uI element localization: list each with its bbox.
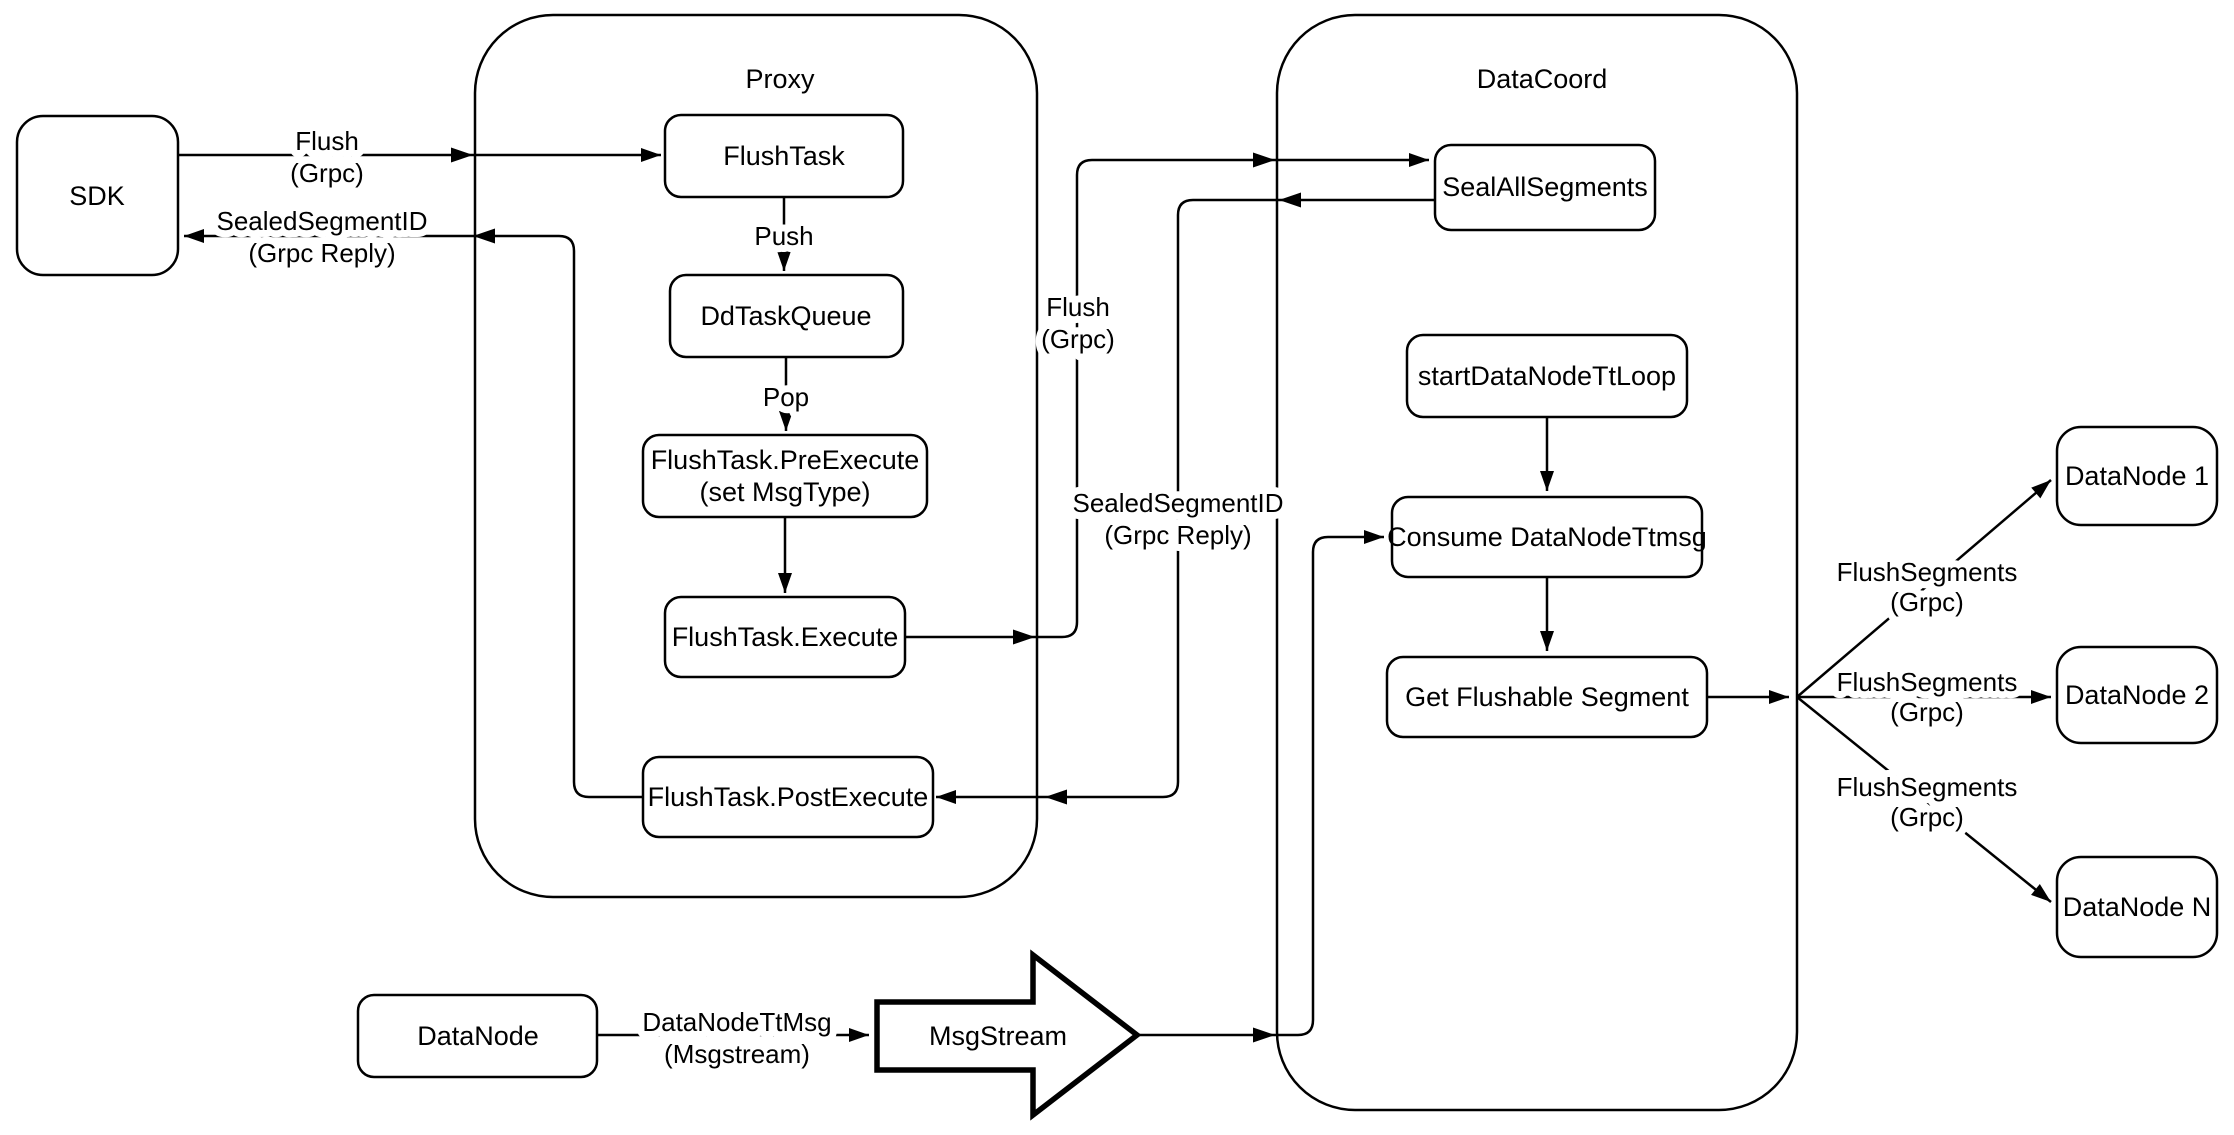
node-ddtaskqueue: DdTaskQueue [668,273,905,359]
proxy-boundary [473,13,1039,899]
edge-label-text: (Grpc) [1890,802,1964,832]
preexecute-sublabel: (set MsgType) [699,477,870,507]
datacoord-title: DataCoord [1477,64,1608,94]
edge-fan-to-datanode1 [1796,479,2052,698]
edge-msgstream-to-consume [1137,530,1384,1037]
getflushablesegment-label: Get Flushable Segment [1405,682,1689,712]
node-postexecute: FlushTask.PostExecute [641,755,935,839]
edge-label-datanodettmsg: DataNodeTtMsg (Msgstream) [635,1000,838,1076]
consumedatanodettmsg-box [1390,495,1704,579]
datacoord-boundary [1275,13,1799,1112]
msgstream-block-arrow [874,949,1142,1121]
node-datanoden: DataNode N [2055,855,2219,959]
edge-label-flushsegments-1: FlushSegments (Grpc) [1830,550,2025,624]
datanode1-box [2055,425,2219,527]
datanoden-box [2055,855,2219,959]
startdatanodettloop-label: startDataNodeTtLoop [1418,361,1676,391]
datanode-source-label: DataNode [417,1021,539,1051]
edge-label-text: (Grpc) [1890,697,1964,727]
datanode1-label: DataNode 1 [2065,461,2209,491]
edge-label-text: Pop [763,382,809,412]
proxy-title: Proxy [745,64,815,94]
edge-sealallsegments-to-postexecute [936,198,1435,804]
boundary-arrowhead-left [1279,192,1301,208]
edge-label-text: (Grpc) [1041,324,1115,354]
boundary-arrowhead-right [451,147,473,163]
boundary-arrowhead-left [473,228,495,244]
edge-label-sealed-sdk: SealedSegmentID (Grpc Reply) [209,199,434,275]
node-flushtask: FlushTask [663,113,905,199]
node-datanode2: DataNode 2 [2055,645,2219,745]
datanode-source-box [356,993,599,1079]
boundary-arrowhead-right [1013,629,1035,645]
node-sealallsegments: SealAllSegments [1433,143,1657,232]
edge-label-text: Push [754,221,813,251]
boundary-arrowhead-left [1045,789,1067,805]
node-getflushablesegment: Get Flushable Segment [1385,655,1709,739]
edge-label-flushsegments-2: FlushSegments (Grpc) [1830,660,2025,734]
edge-label-text: (Grpc Reply) [248,238,395,268]
sealallsegments-box [1433,143,1657,232]
preexecute-box [641,433,929,519]
flushtask-box [663,113,905,199]
node-datanode1: DataNode 1 [2055,425,2219,527]
edge-postexecute-to-sdk [184,229,643,799]
node-consumedatanodettmsg: Consume DataNodeTtmsg [1387,495,1707,579]
postexecute-label: FlushTask.PostExecute [648,782,929,812]
edge-execute-to-sealallsegments [905,153,1429,639]
datacoord-container: DataCoord [1275,13,1799,1112]
getflushablesegment-box [1385,655,1709,739]
edge-label-text: (Grpc) [1890,587,1964,617]
datanode2-box [2055,645,2219,745]
node-msgstream: MsgStream [874,949,1142,1121]
edge-fan-to-datanoden [1796,696,2052,903]
edge-label-text: FlushSegments [1837,667,2018,697]
node-sdk: SDK [15,114,180,277]
datanoden-label: DataNode N [2063,892,2212,922]
edge-label-text: DataNodeTtMsg [642,1007,831,1037]
node-preexecute: FlushTask.PreExecute (set MsgType) [641,433,929,519]
node-execute: FlushTask.Execute [663,595,907,679]
sdk-label: SDK [69,181,125,211]
edge-label-text: (Msgstream) [664,1039,810,1069]
edge-label-pop: Pop [756,375,816,419]
execute-box [663,595,907,679]
edge-label-text: (Grpc Reply) [1104,520,1251,550]
startdatanodettloop-box [1405,333,1689,419]
edge-label-text: Flush [1046,292,1110,322]
edge-label-push: Push [747,214,820,258]
execute-label: FlushTask.Execute [672,622,899,652]
node-datanode-source: DataNode [356,993,599,1079]
edge-label-text: SealedSegmentID [216,206,427,236]
boundary-arrowhead-right [1253,1027,1275,1043]
datanode2-label: DataNode 2 [2065,680,2209,710]
edge-label-text: FlushSegments [1837,772,2018,802]
ddtaskqueue-box [668,273,905,359]
preexecute-label: FlushTask.PreExecute [651,445,920,475]
edge-label-flushsegments-3: FlushSegments (Grpc) [1830,765,2025,839]
postexecute-box [641,755,935,839]
msgstream-label: MsgStream [929,1021,1067,1051]
flushtask-label: FlushTask [723,141,845,171]
ddtaskqueue-label: DdTaskQueue [700,301,871,331]
sealallsegments-label: SealAllSegments [1442,172,1648,202]
edge-label-text: (Grpc) [290,158,364,188]
edge-label-sealed-mid: SealedSegmentID (Grpc Reply) [1065,481,1290,557]
sdk-box [15,114,180,277]
edge-label-text: SealedSegmentID [1072,488,1283,518]
consumedatanodettmsg-label: Consume DataNodeTtmsg [1387,522,1707,552]
edge-label-text: Flush [295,126,359,156]
proxy-container: Proxy [473,13,1039,899]
boundary-arrowhead-right [1253,152,1275,168]
edge-label-text: FlushSegments [1837,557,2018,587]
node-startdatanodettloop: startDataNodeTtLoop [1405,333,1689,419]
edge-label-flush-mid: Flush (Grpc) [1034,285,1122,361]
edge-label-flush-sdk: Flush (Grpc) [283,119,371,195]
